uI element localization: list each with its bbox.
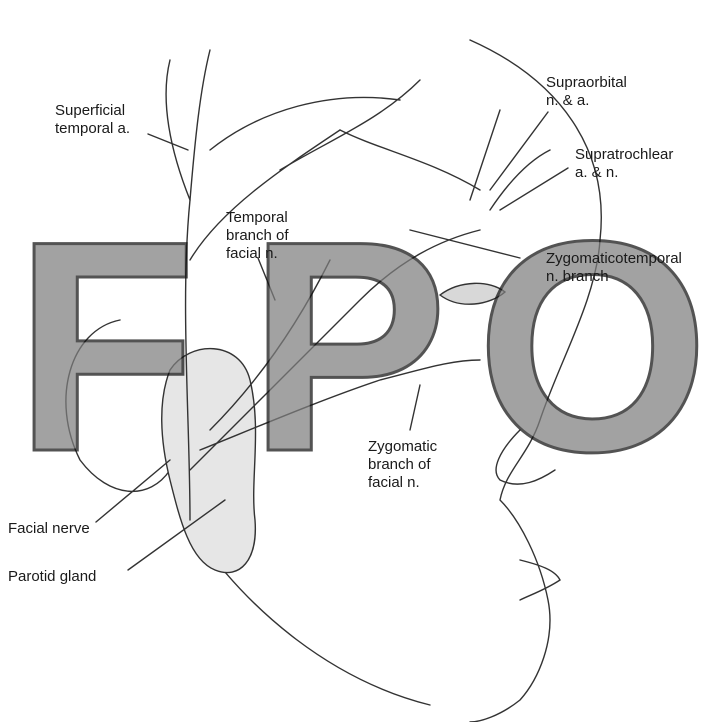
- label-temporal-branch: Temporal branch of facial n.: [226, 209, 289, 263]
- fpo-watermark-o: O: [476, 196, 709, 496]
- label-parotid-gland: Parotid gland: [8, 568, 96, 586]
- label-facial-nerve: Facial nerve: [8, 520, 90, 538]
- label-supraorbital: Supraorbital n. & a.: [546, 74, 627, 110]
- label-superficial-temporal-artery: Superficial temporal a.: [55, 102, 130, 138]
- lips-outline: [520, 560, 560, 600]
- label-zygomatic-branch: Zygomatic branch of facial n.: [368, 438, 437, 492]
- label-supratrochlear: Supratrochlear a. & n.: [575, 146, 673, 182]
- leader-superficial-temporal: [148, 134, 188, 150]
- fpo-watermark-f: F: [14, 196, 197, 496]
- label-zygomaticotemporal: Zygomaticotemporal n. branch: [546, 250, 682, 286]
